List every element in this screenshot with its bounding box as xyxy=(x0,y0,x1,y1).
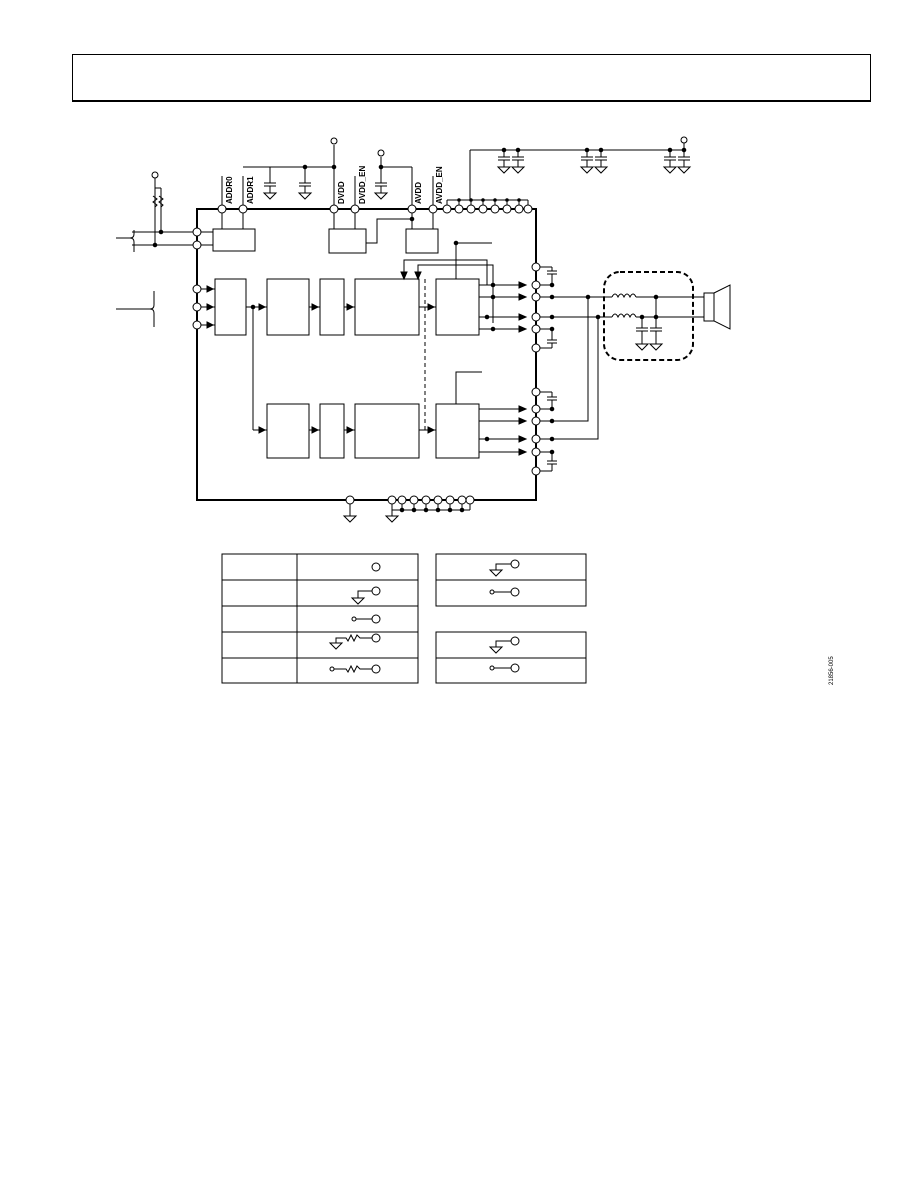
ch2-interp-block xyxy=(319,403,345,459)
top-pin-stubs xyxy=(446,200,529,205)
cap-504 xyxy=(496,147,512,174)
pin-label-dvdd-en: DVDD_EN xyxy=(358,166,367,204)
top-pins xyxy=(217,204,533,214)
ch2-modulator-block xyxy=(354,403,420,459)
ch1-output-wiring xyxy=(479,281,528,333)
top-supply-wiring xyxy=(221,136,688,209)
filter-dashed-outline xyxy=(603,271,694,361)
ch1-dsp-block xyxy=(266,278,310,336)
i2c-input-wiring xyxy=(116,171,197,252)
pvdd-decoupling-caps xyxy=(496,147,692,174)
right-pins xyxy=(531,262,541,476)
pin-label-avdd-en: AVDD_EN xyxy=(435,166,444,204)
dvdd-regulator-block xyxy=(328,228,367,254)
legend-table-left xyxy=(221,553,419,684)
output-filter xyxy=(600,271,704,361)
bottom-pins xyxy=(345,495,475,505)
ch2-amp-block xyxy=(435,403,480,459)
ch2-dsp-block xyxy=(266,403,310,459)
page-header-box xyxy=(72,54,871,102)
figure-id: 21856-005 xyxy=(829,656,835,685)
legend-table-right xyxy=(435,553,587,684)
bottom-wiring xyxy=(342,504,471,523)
pin-label-addr1: ADDR1 xyxy=(246,176,255,204)
pin-label-addr0: ADDR0 xyxy=(225,176,234,204)
right-side-wiring xyxy=(536,266,601,472)
ch1-interp-block xyxy=(319,278,345,336)
internal-blocks xyxy=(212,228,480,459)
serial-port-block xyxy=(214,278,247,336)
internal-wiring xyxy=(201,213,494,434)
ch1-modulator-block xyxy=(354,278,420,336)
ch2-output-wiring xyxy=(479,405,528,456)
i2s-input-wiring xyxy=(116,291,155,327)
i2c-control-block xyxy=(212,228,256,252)
chip-outline xyxy=(196,208,537,501)
avdd-regulator-block xyxy=(405,228,439,254)
speaker-icon xyxy=(703,284,731,330)
pin-label-dvdd: DVDD xyxy=(337,181,346,204)
ch1-amp-block xyxy=(435,278,480,336)
pin-label-avdd: AVDD xyxy=(414,182,423,204)
